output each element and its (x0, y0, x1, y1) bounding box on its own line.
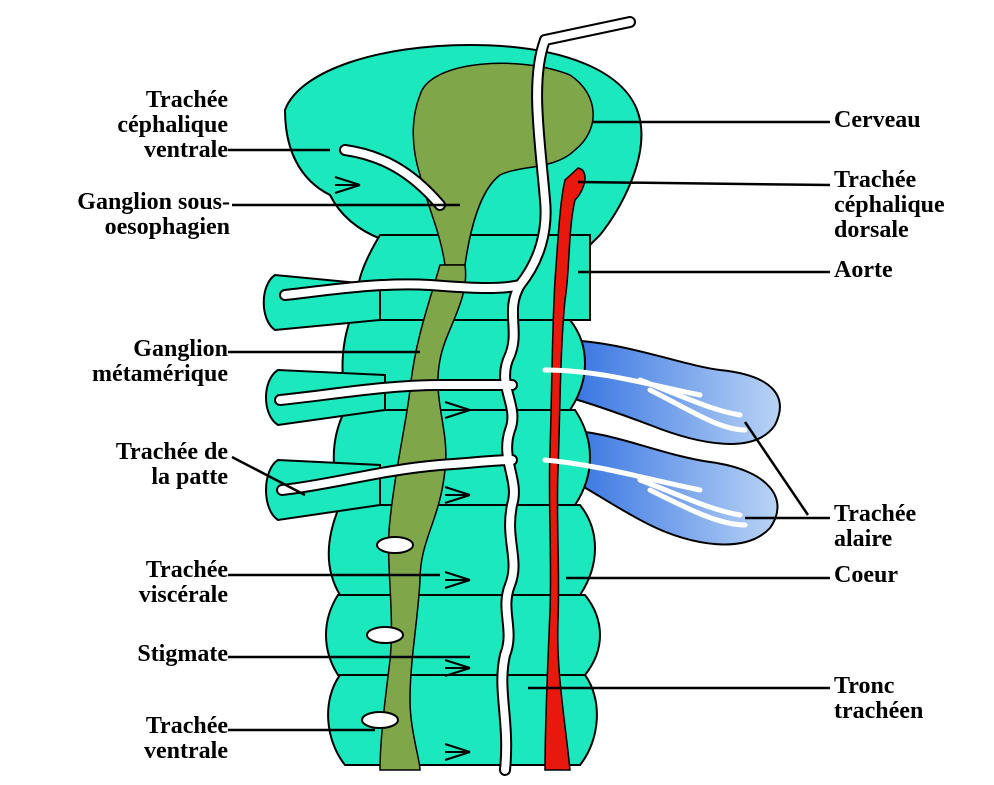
label-trachee-alaire: Trachée alaire (834, 502, 984, 552)
label-trachee-viscerale: Trachée viscérale (40, 558, 228, 608)
label-trachee-cephalique-ventrale: Trachée céphalique ventrale (60, 88, 228, 163)
stigmate-loop-1 (377, 537, 413, 553)
label-stigmate: Stigmate (40, 642, 228, 667)
label-ganglion-metamerique: Ganglion métamérique (40, 337, 228, 387)
label-coeur: Coeur (834, 563, 984, 588)
label-tronc-tracheen: Tronc trachéen (834, 674, 984, 724)
label-cerveau: Cerveau (834, 108, 984, 133)
label-trachee-cephalique-dorsale: Trachée céphalique dorsale (834, 168, 984, 243)
stigmate-loop-3 (362, 712, 398, 728)
label-trachee-ventrale: Trachée ventrale (40, 714, 228, 764)
label-ganglion-sous-oesophagien: Ganglion sous- oesophagien (4, 190, 230, 240)
label-aorte: Aorte (834, 258, 984, 283)
stigmate-loop-2 (367, 627, 403, 643)
label-trachee-de-la-patte: Trachée de la patte (40, 440, 228, 490)
